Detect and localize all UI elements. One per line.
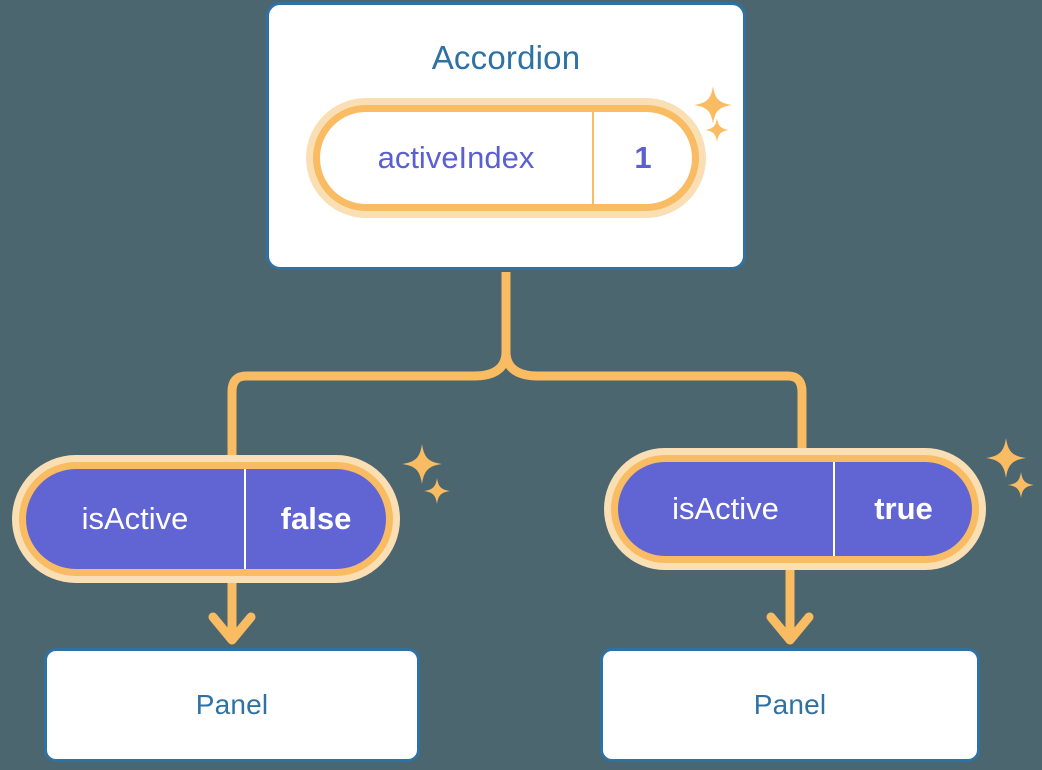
connector-branch-left <box>227 347 511 467</box>
sparkle-icon <box>1008 472 1034 498</box>
state-key-label: activeIndex <box>377 140 535 175</box>
pill-ring: isActive false <box>19 462 393 576</box>
state-value-label: 1 <box>592 112 692 204</box>
sparkle-icon <box>986 438 1026 478</box>
connector-branch-right <box>501 347 807 463</box>
state-pill-is-active-true[interactable]: isActive true <box>604 448 986 570</box>
sparkle-icon <box>402 444 442 484</box>
sparkle-icon <box>424 478 450 504</box>
panel-card-right[interactable]: Panel <box>600 648 980 762</box>
state-key-label: isActive <box>81 501 189 536</box>
state-value-label: false <box>244 469 386 569</box>
state-pill-active-index[interactable]: activeIndex 1 <box>306 98 706 218</box>
state-value-label: true <box>833 462 972 556</box>
panel-title: Panel <box>753 689 827 720</box>
panel-title: Panel <box>195 689 269 720</box>
pill-body: isActive false <box>26 469 386 569</box>
state-pill-is-active-false[interactable]: isActive false <box>12 455 400 583</box>
pill-ring: activeIndex 1 <box>313 105 699 211</box>
component-title: Accordion <box>431 39 581 76</box>
pill-ring: isActive true <box>611 455 979 563</box>
arrow-down-icon <box>766 612 814 645</box>
panel-card-left[interactable]: Panel <box>44 648 420 762</box>
state-key-label: isActive <box>672 491 779 526</box>
pill-body: activeIndex 1 <box>320 112 692 204</box>
pill-body: isActive true <box>618 462 972 556</box>
arrow-down-icon <box>208 612 256 645</box>
